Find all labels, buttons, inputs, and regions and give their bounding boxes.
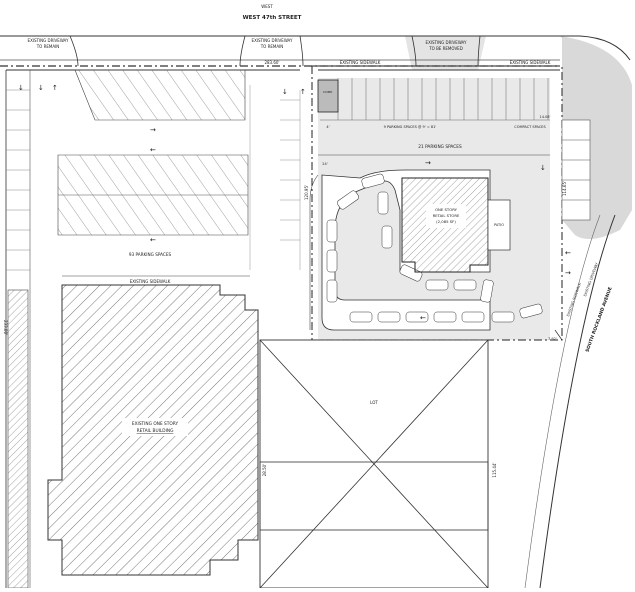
arrow-icon: ← <box>150 146 156 154</box>
driveway-note-1b: TO REMAIN <box>36 44 60 49</box>
sidewalk-label-east: EXISTING SIDEWALK <box>566 282 582 317</box>
dimension-lot-west: 28.50' <box>262 464 267 477</box>
driveway-removed-area <box>405 36 486 70</box>
street-label-north: WEST 47th STREET <box>243 15 302 21</box>
dumpster-enclosure <box>317 79 339 113</box>
store-label-a: ONE STORY <box>435 207 458 212</box>
north-angled-parking <box>74 69 246 121</box>
patio-label: PATIO <box>494 223 504 227</box>
dimension-west-site: 120.95' <box>304 185 309 200</box>
lot-label: LOT <box>370 400 378 405</box>
central-stall-lines <box>249 85 301 270</box>
sidewalk-label-middle: EXISTING SIDEWALK <box>130 279 171 284</box>
arrow-icon: → <box>425 159 431 167</box>
west-stall-lines <box>6 89 30 271</box>
patio-area <box>487 199 511 251</box>
building-label-b: RETAIL BUILDING <box>137 428 174 434</box>
driveway-note-2a: EXISTING DRIVEWAY <box>252 38 293 43</box>
north-stall-row <box>320 78 550 121</box>
parking-count-93: 93 PARKING SPACES <box>129 252 172 257</box>
arrow-icon: ← <box>420 314 426 322</box>
driveway-note-1a: EXISTING DRIVEWAY <box>28 38 69 43</box>
arrow-icon: ← <box>565 249 571 257</box>
arrow-icon: ← <box>150 236 156 244</box>
street-label-small: WEST <box>261 4 273 9</box>
street-label-east: SOUTH ROCKLAND AVENUE <box>584 286 613 353</box>
dimension-corner: 14.08' <box>540 115 551 119</box>
store-label-b: RETAIL STORE <box>433 213 460 218</box>
store-label-c: (2,085 SF) <box>436 219 456 224</box>
west-building-strip <box>7 289 29 589</box>
parking-count-21: 21 PARKING SPACES <box>418 144 462 150</box>
sidewalk-label-northeast: EXISTING SIDEWALK <box>510 60 551 65</box>
driveway-note-3b: TO BE REMOVED <box>428 46 463 51</box>
compact-note: COMPACT SPACES <box>514 125 546 129</box>
driveway-note-2b: TO REMAIN <box>260 44 284 49</box>
small-dimension: 4' <box>326 125 329 129</box>
arrow-icon: → <box>565 269 571 277</box>
east-compact-stalls <box>561 119 591 221</box>
arrow-icon: ↓ <box>18 84 24 92</box>
arrow-icon: ↑ <box>300 88 306 96</box>
dimension-lot-east: 115.44' <box>492 462 497 477</box>
dumpster-label: DUMP. <box>323 90 332 94</box>
dimension-north: 283.60' <box>264 60 279 65</box>
arrow-icon: ↓ <box>38 84 44 92</box>
arrow-icon: ↓ <box>540 164 546 172</box>
lot-inner-rect <box>259 461 489 531</box>
dimension-lane: 24' <box>322 162 327 166</box>
dimension-left-edge: 233.00' <box>3 320 8 335</box>
building-label-a: EXISTING ONE STORY <box>132 421 179 427</box>
traffic-arrows: ↓ ↓ ↑ → ← ← ↓ ↑ → ↓ ← → ← <box>18 84 571 322</box>
driveway-note-3a: EXISTING DRIVEWAY <box>426 40 467 45</box>
queued-cars <box>326 173 543 323</box>
arrow-icon: ↓ <box>282 88 288 96</box>
arrow-icon: → <box>150 126 156 134</box>
dimension-east: 114.65' <box>562 181 567 196</box>
row-dimension-note: 9 PARKING SPACES @ 9' = 81' <box>384 125 437 129</box>
sidewalk-label-north: EXISTING SIDEWALK <box>340 60 381 65</box>
arrow-icon: ↑ <box>52 84 58 92</box>
dimension-lot-corner: 7.92' <box>548 337 557 341</box>
